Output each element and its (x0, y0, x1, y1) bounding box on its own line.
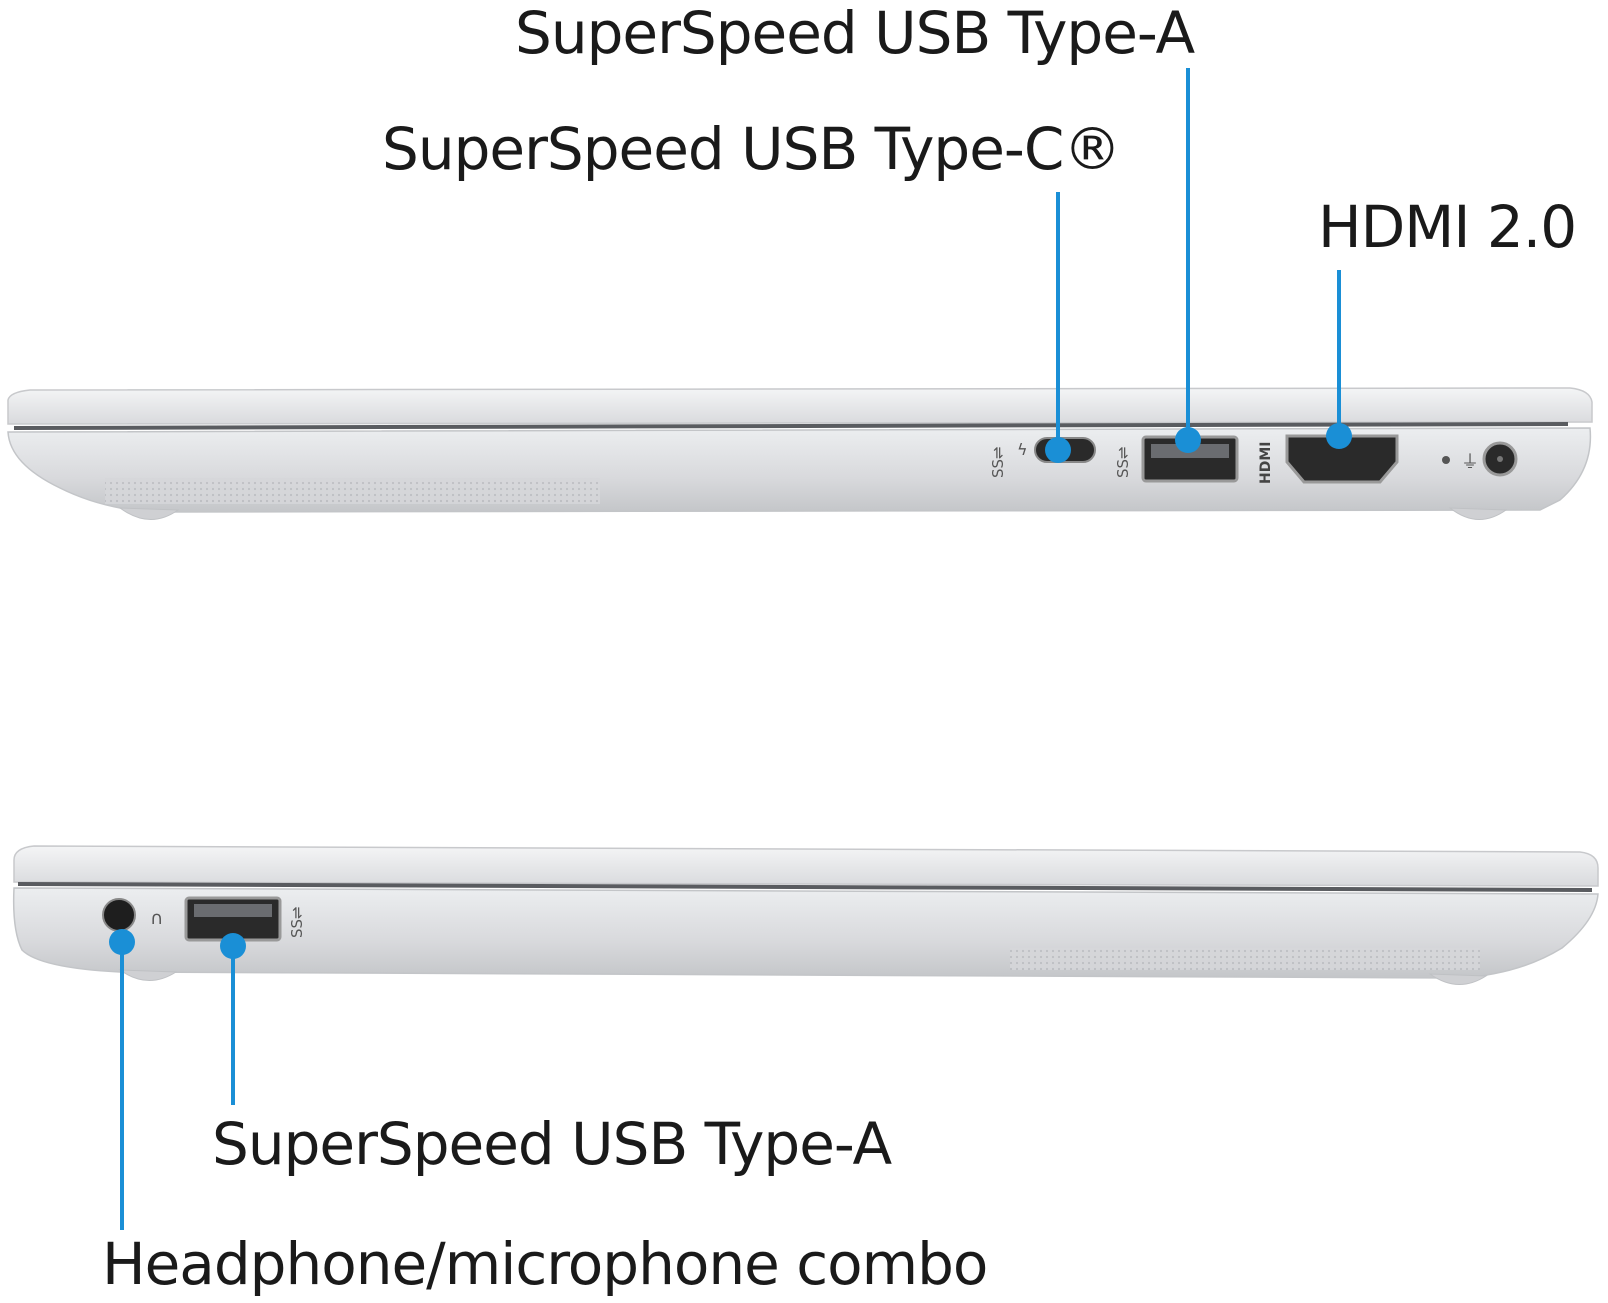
label-headphone-combo: Headphone/microphone combo (102, 1230, 988, 1298)
audio-jack (102, 898, 136, 932)
foot (1428, 973, 1488, 985)
superspeed-usb-icon: SS⇌ (989, 446, 1007, 478)
lid-seam (17, 882, 1593, 892)
hdmi-icon: HDMI (1258, 442, 1274, 484)
callout-dot-usb-a-left (220, 933, 246, 959)
callout-dot-hdmi (1326, 423, 1352, 449)
headphone-icon: ∩ (150, 908, 163, 929)
superspeed-usb-icon: SS⇌ (288, 906, 306, 938)
label-usb-a-right: SuperSpeed USB Type-A (515, 0, 1195, 67)
label-usb-a-left: SuperSpeed USB Type-A (212, 1110, 892, 1178)
label-hdmi: HDMI 2.0 (1318, 193, 1577, 261)
callout-dot-audio (109, 929, 135, 955)
lid-top (7, 387, 1593, 425)
thunderbolt-icon: ϟ (1017, 440, 1028, 459)
vent-grille (105, 478, 600, 504)
foot (1448, 507, 1508, 520)
vent-grille (1010, 948, 1480, 970)
lid-seam (13, 422, 1569, 430)
usb-a-tongue (194, 904, 272, 917)
power-led (1442, 456, 1450, 464)
label-usb-c: SuperSpeed USB Type-C® (382, 115, 1121, 183)
lid-top (13, 845, 1599, 887)
callout-dot-usb-a-right (1175, 427, 1201, 453)
foot (118, 969, 178, 981)
superspeed-usb-icon: SS⇌ (1114, 446, 1132, 478)
power-icon: ⏚ (1461, 452, 1479, 473)
laptop-left-side: ∩ SS⇌ (12, 845, 1599, 985)
callout-dot-usb-c (1045, 437, 1071, 463)
callouts (109, 68, 1352, 1230)
hdmi-port (1285, 434, 1399, 484)
laptop-right-side: SS⇌ ϟ SS⇌ HDMI ⏚ (7, 387, 1593, 520)
foot (118, 507, 180, 520)
